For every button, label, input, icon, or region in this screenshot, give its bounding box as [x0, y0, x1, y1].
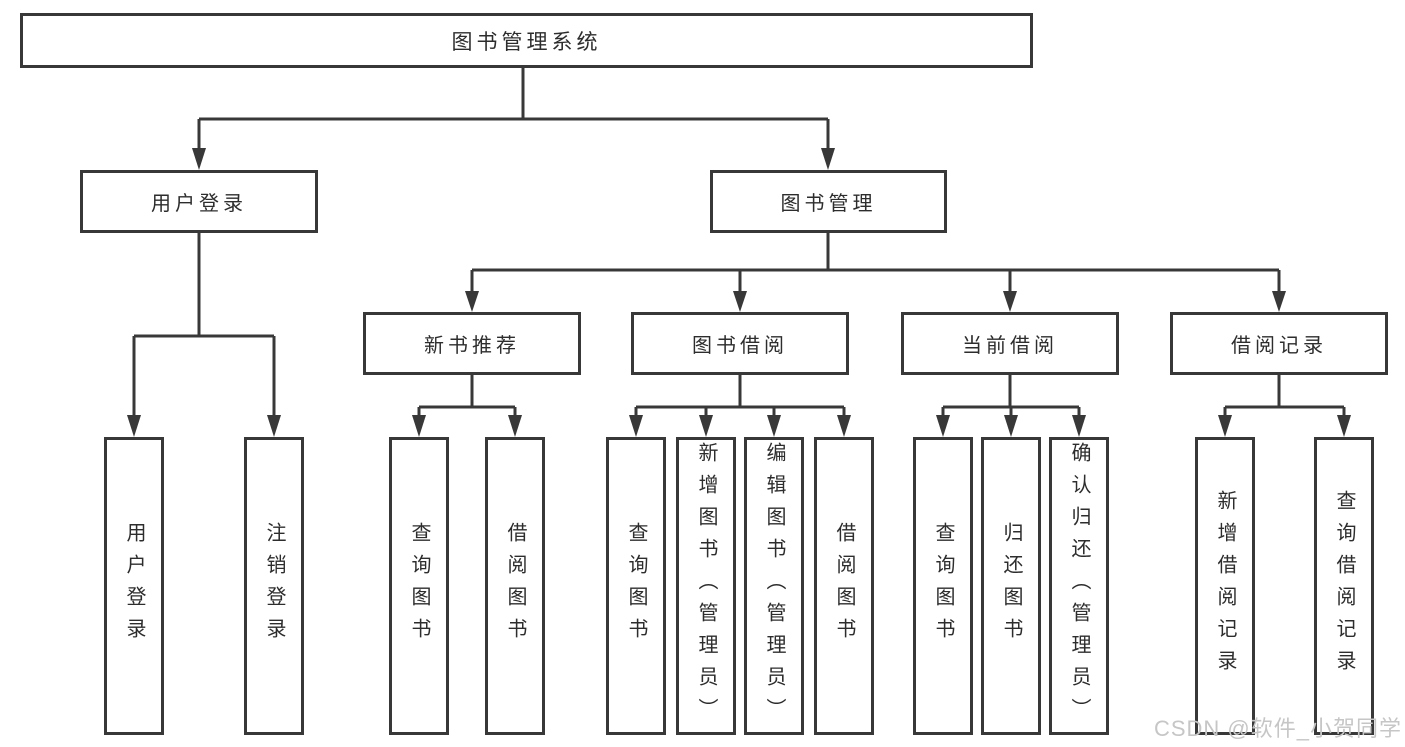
leaf-edit-books-admin: 编辑图书（管理员） — [744, 437, 804, 735]
edge-user-login-children — [127, 233, 281, 437]
edge-current-children — [936, 375, 1086, 437]
node-root-system: 图书管理系统 — [20, 13, 1033, 68]
edge-new-book-children — [412, 375, 522, 437]
leaf-borrow-books-recommend-label: 借阅图书 — [504, 522, 526, 650]
node-root-label: 图书管理系统 — [451, 30, 602, 54]
edge-book-mgmt-children — [465, 233, 1286, 312]
leaf-query-borrow-record-label: 查询借阅记录 — [1333, 490, 1355, 682]
edge-records-children — [1218, 375, 1351, 437]
leaf-query-borrow-record: 查询借阅记录 — [1314, 437, 1374, 735]
leaf-logout-label: 注销登录 — [263, 522, 285, 650]
leaf-return-books-label: 归还图书 — [1000, 522, 1022, 650]
node-user-login: 用户登录 — [80, 170, 318, 233]
node-borrow-records-label: 借阅记录 — [1231, 335, 1327, 357]
leaf-query-books-recommend: 查询图书 — [389, 437, 449, 735]
leaf-logout: 注销登录 — [244, 437, 304, 735]
leaf-add-books-admin-label: 新增图书（管理员） — [695, 442, 717, 730]
leaf-add-borrow-record-label: 新增借阅记录 — [1214, 490, 1236, 682]
leaf-borrow-books-label: 借阅图书 — [833, 522, 855, 650]
node-current-borrow: 当前借阅 — [901, 312, 1119, 375]
node-book-management: 图书管理 — [710, 170, 947, 233]
leaf-query-books-current: 查询图书 — [913, 437, 973, 735]
leaf-query-books-current-label: 查询图书 — [932, 522, 954, 650]
node-book-borrow: 图书借阅 — [631, 312, 849, 375]
node-user-login-label: 用户登录 — [151, 193, 247, 215]
node-book-management-label: 图书管理 — [780, 193, 877, 215]
node-current-borrow-label: 当前借阅 — [962, 335, 1058, 357]
leaf-add-books-admin: 新增图书（管理员） — [676, 437, 736, 735]
leaf-edit-books-admin-label: 编辑图书（管理员） — [763, 442, 785, 730]
leaf-query-books-borrow: 查询图书 — [606, 437, 666, 735]
leaf-query-books-recommend-label: 查询图书 — [408, 522, 430, 650]
csdn-watermark: CSDN @软件_小贺同学 — [1153, 716, 1402, 741]
leaf-user-login-label: 用户登录 — [123, 522, 145, 650]
node-borrow-records: 借阅记录 — [1170, 312, 1388, 375]
leaf-query-books-borrow-label: 查询图书 — [625, 522, 647, 650]
leaf-confirm-return-admin-label: 确认归还（管理员） — [1068, 442, 1090, 730]
leaf-user-login: 用户登录 — [104, 437, 164, 735]
node-new-book-recommend-label: 新书推荐 — [424, 335, 520, 357]
leaf-return-books: 归还图书 — [981, 437, 1041, 735]
node-book-borrow-label: 图书借阅 — [692, 335, 788, 357]
edge-root-to-level2 — [192, 68, 835, 170]
node-new-book-recommend: 新书推荐 — [363, 312, 581, 375]
edge-borrow-children — [629, 375, 851, 437]
leaf-borrow-books-recommend: 借阅图书 — [485, 437, 545, 735]
leaf-confirm-return-admin: 确认归还（管理员） — [1049, 437, 1109, 735]
leaf-borrow-books: 借阅图书 — [814, 437, 874, 735]
leaf-add-borrow-record: 新增借阅记录 — [1195, 437, 1255, 735]
